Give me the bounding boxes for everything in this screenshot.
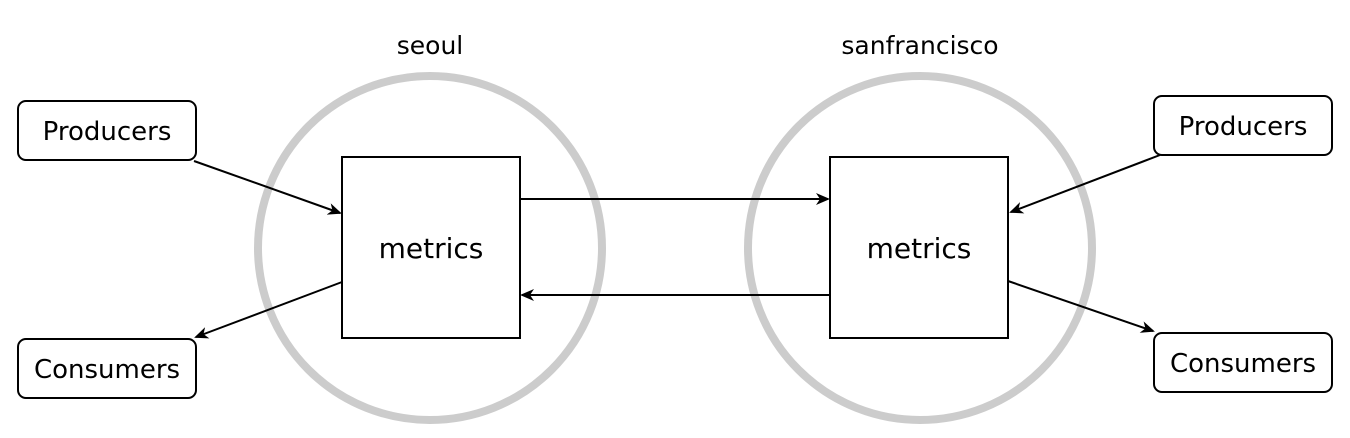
producers-box-seoul — [17, 100, 197, 161]
consumers-label-seoul: Consumers — [34, 355, 180, 385]
cluster-box-sanfrancisco — [829, 156, 1009, 339]
arrow-metrics-to-consumers-seoul — [194, 281, 343, 339]
consumers-box-seoul — [17, 338, 197, 399]
producers-box-sanfrancisco — [1153, 95, 1333, 156]
cluster-label-seoul: metrics — [379, 232, 484, 265]
consumers-label-sanfrancisco: Consumers — [1170, 349, 1316, 379]
region-ring-seoul — [254, 72, 606, 424]
producers-label-seoul: Producers — [43, 117, 172, 147]
region-label-sanfrancisco: sanfrancisco — [841, 31, 998, 60]
consumers-box-sanfrancisco — [1153, 332, 1333, 393]
cluster-label-sanfrancisco: metrics — [867, 232, 972, 265]
region-ring-sanfrancisco — [744, 72, 1096, 424]
producers-label-sanfrancisco: Producers — [1179, 112, 1308, 142]
arrow-producers-to-metrics-seoul — [193, 160, 342, 215]
arrow-producers-to-metrics-sanfrancisco — [1009, 154, 1161, 214]
cluster-box-seoul — [341, 156, 521, 339]
arrow-metrics-to-consumers-sanfrancisco — [1007, 280, 1155, 333]
region-label-seoul: seoul — [397, 31, 464, 60]
